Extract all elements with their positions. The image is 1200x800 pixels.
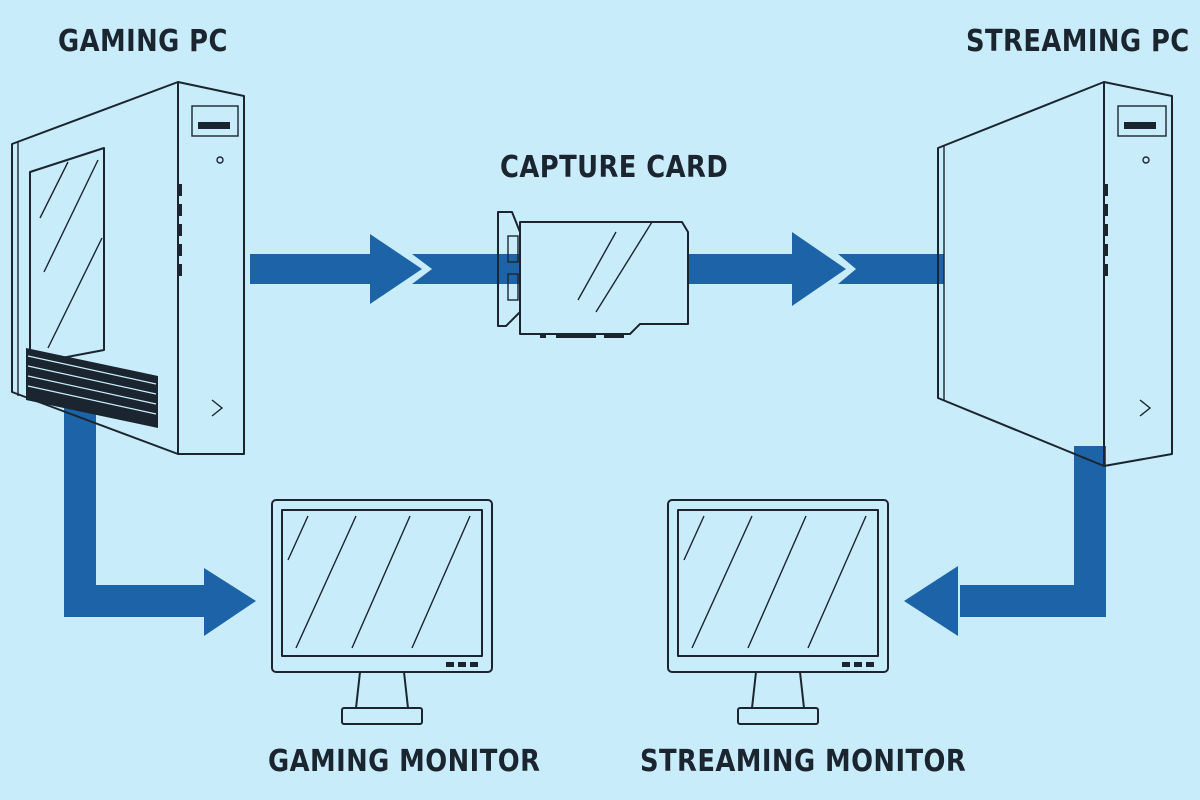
gaming-pc-icon bbox=[11, 81, 245, 455]
arrow-streaming-pc-to-streaming-monitor bbox=[904, 446, 1106, 636]
arrow-capture-card-to-streaming-pc bbox=[688, 232, 944, 306]
streaming-monitor-label: STREAMING MONITOR bbox=[640, 744, 967, 779]
streaming-pc-icon bbox=[937, 81, 1173, 467]
gaming-monitor-icon bbox=[271, 499, 493, 725]
arrow-gaming-pc-to-gaming-monitor bbox=[64, 398, 256, 636]
capture-card-label: CAPTURE CARD bbox=[500, 150, 729, 185]
streaming-pc-label: STREAMING PC bbox=[966, 24, 1190, 59]
gaming-monitor-label: GAMING MONITOR bbox=[268, 744, 541, 779]
capture-card-icon bbox=[497, 211, 689, 338]
gaming-pc-label: GAMING PC bbox=[58, 24, 228, 59]
streaming-monitor-icon bbox=[667, 499, 889, 725]
arrow-gaming-pc-to-capture-card bbox=[250, 234, 520, 304]
